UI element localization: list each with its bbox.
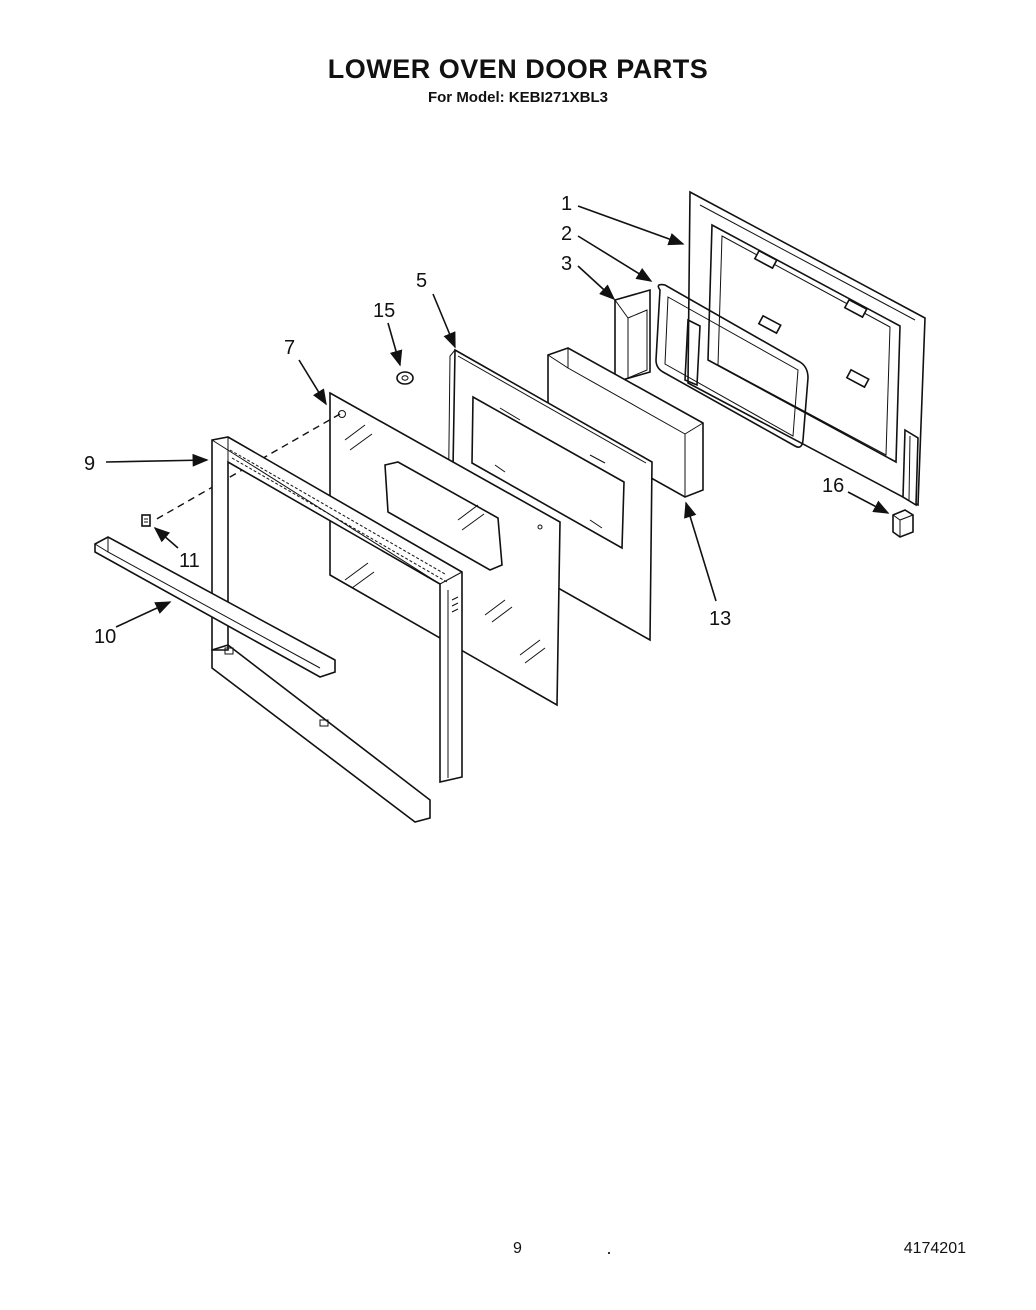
callout-15: 15 xyxy=(373,300,395,322)
callout-16: 16 xyxy=(822,475,844,497)
part-3-bracket xyxy=(614,288,651,384)
callout-1: 1 xyxy=(561,193,572,215)
callout-3: 3 xyxy=(561,253,572,275)
part-2-door-gasket xyxy=(655,283,809,448)
part-10-door-handle xyxy=(94,536,336,678)
callout-5: 5 xyxy=(416,270,427,292)
part-9-door-frame xyxy=(211,436,463,823)
callout-leaders xyxy=(105,205,890,628)
part-16-hinge-block xyxy=(892,509,914,538)
model-subtitle: For Model: KEBI271XBL3 xyxy=(427,89,609,106)
part-11-small-clip xyxy=(141,514,151,527)
page-number: 9 xyxy=(513,1240,522,1257)
page-title: LOWER OVEN DOOR PARTS xyxy=(327,54,709,84)
part-1-inner-door-panel xyxy=(687,190,926,507)
callout-2: 2 xyxy=(561,223,572,245)
callout-13: 13 xyxy=(709,608,731,630)
part-5-door-frame xyxy=(447,348,653,642)
callout-11: 11 xyxy=(179,550,200,572)
speck xyxy=(608,1252,610,1254)
callout-7: 7 xyxy=(284,337,295,359)
callout-10: 10 xyxy=(94,626,116,648)
part-15-clip xyxy=(396,371,414,385)
callout-9: 9 xyxy=(84,453,95,475)
document-number: 4174201 xyxy=(903,1240,966,1257)
